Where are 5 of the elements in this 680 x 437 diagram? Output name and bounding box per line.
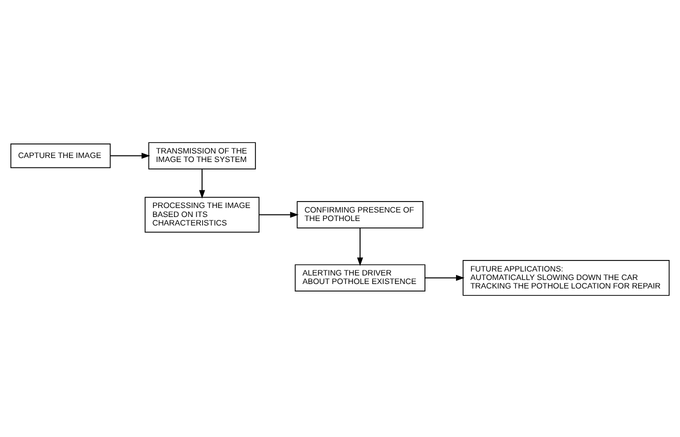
arrow	[258, 211, 299, 218]
arrow	[424, 274, 465, 280]
arrow	[199, 168, 206, 198]
arrow	[110, 152, 150, 158]
arrow	[357, 226, 364, 266]
